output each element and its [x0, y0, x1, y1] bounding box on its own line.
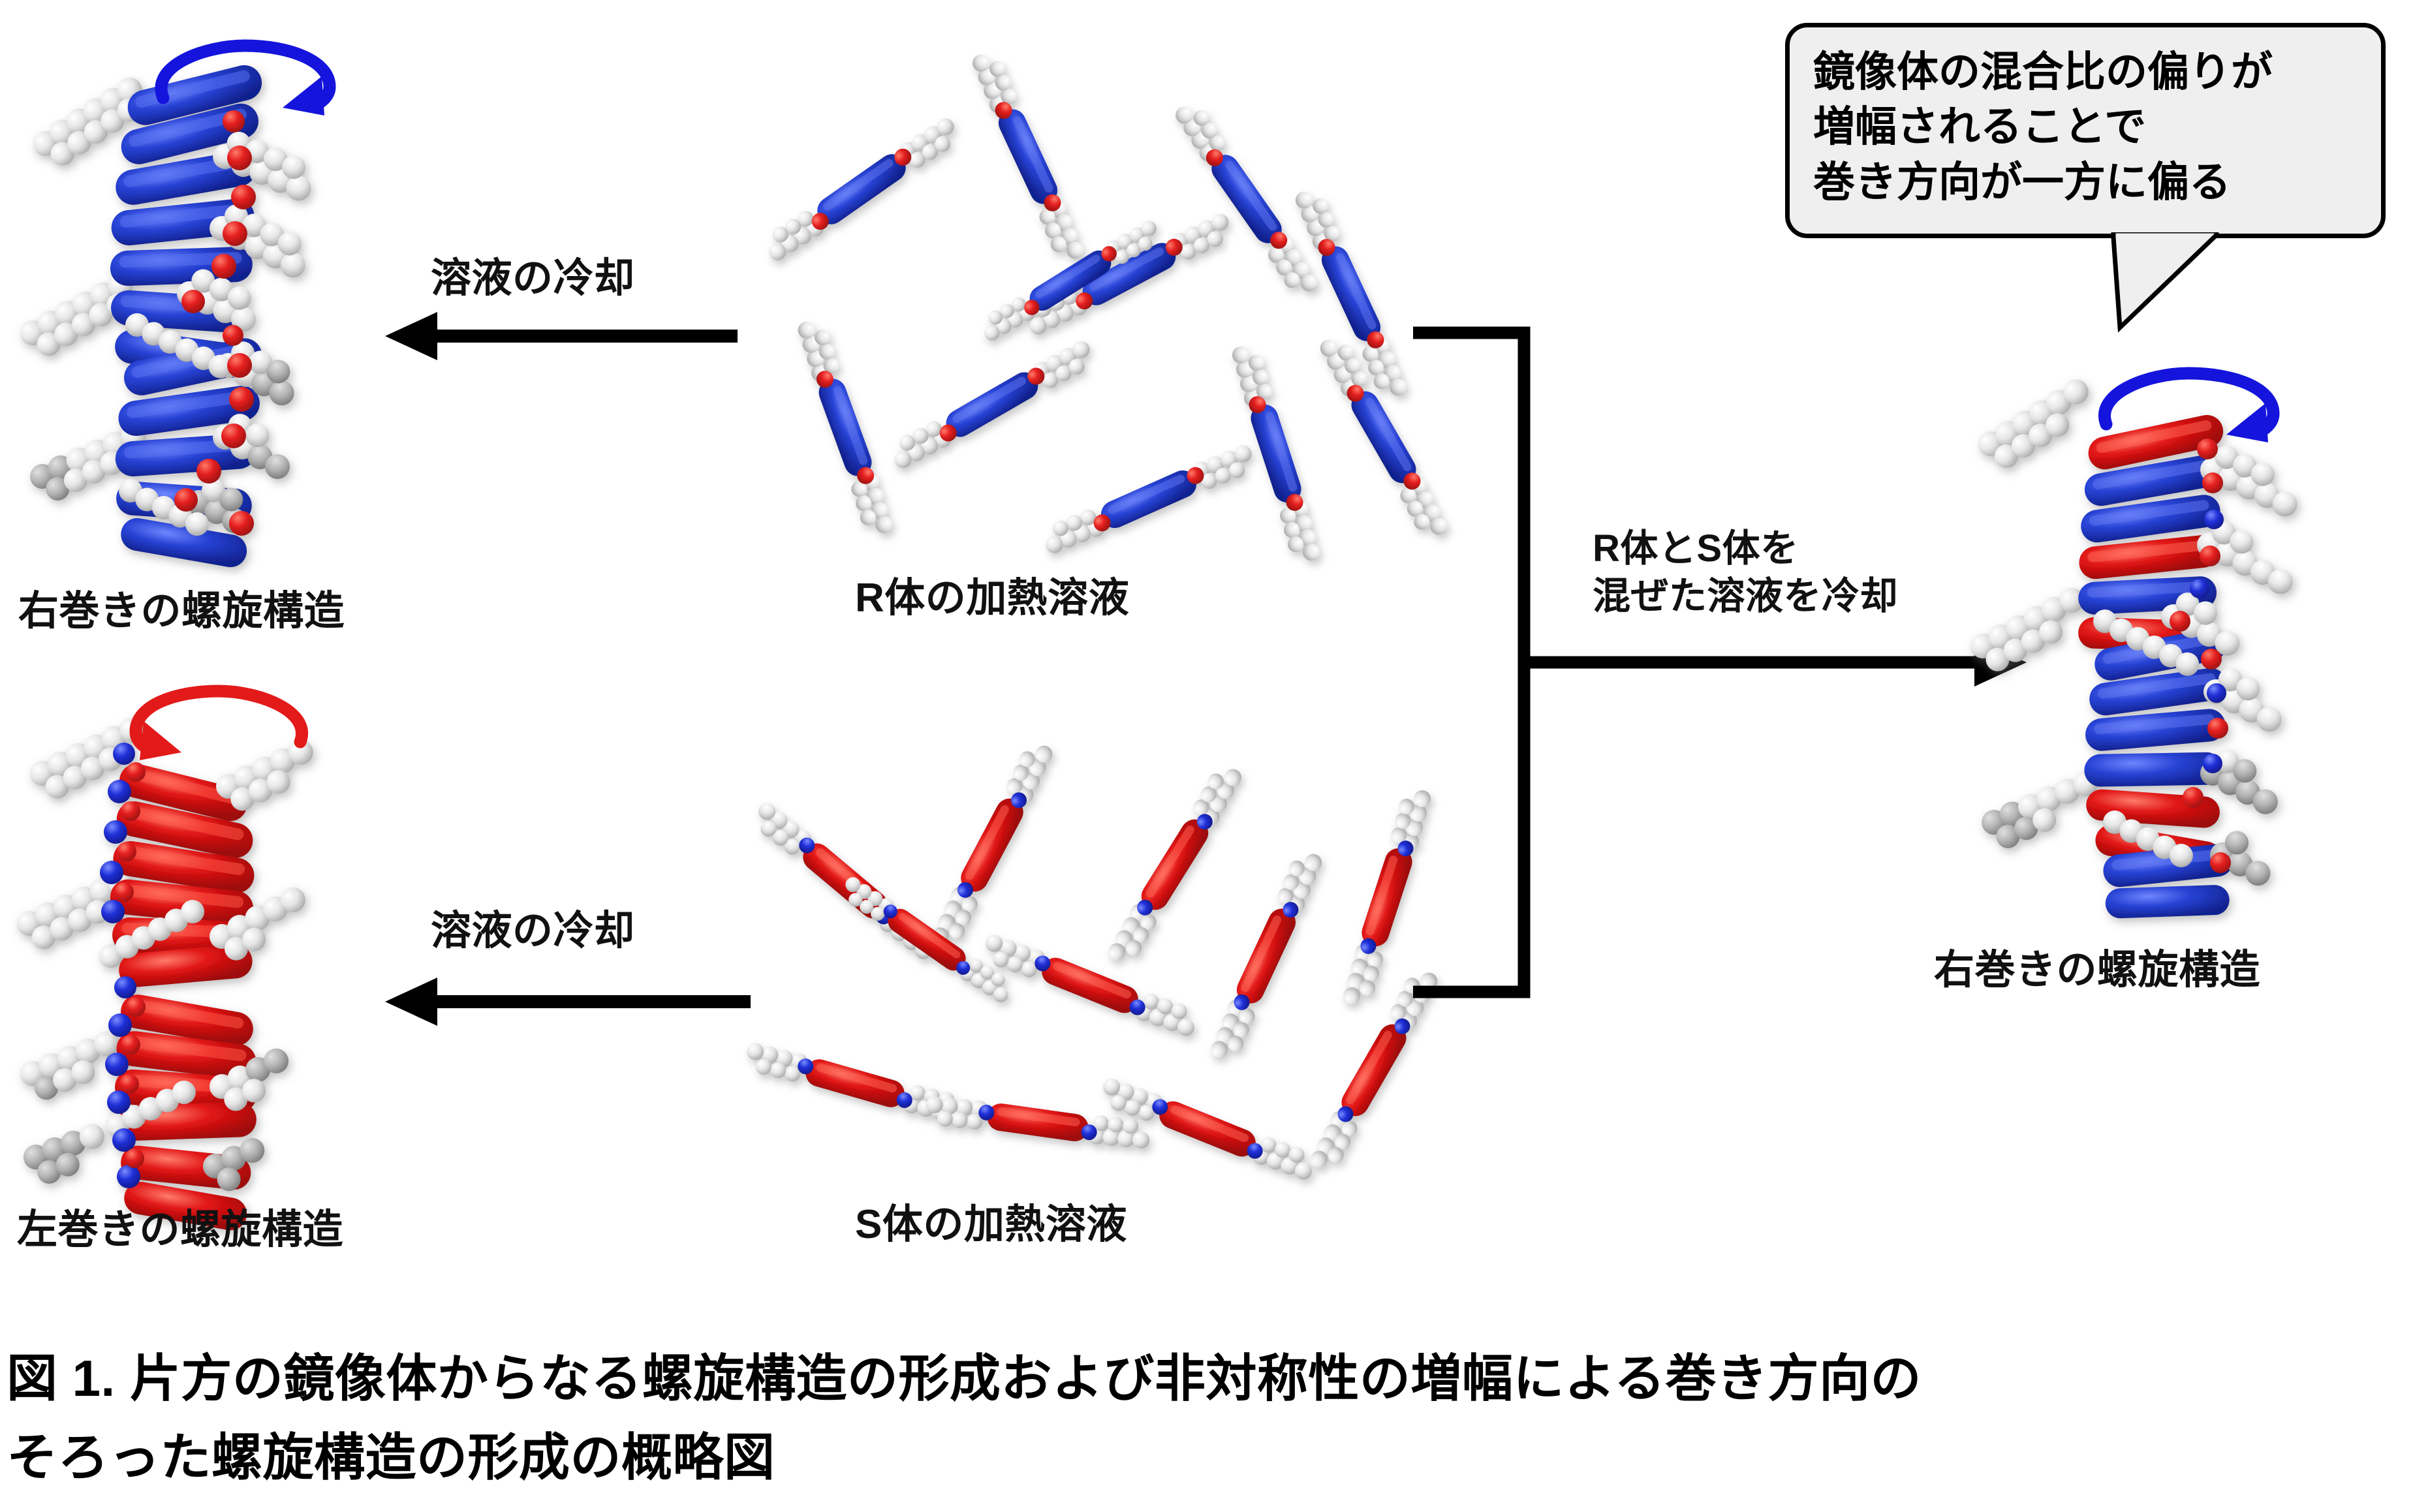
helix-structure-right-handed-blue	[20, 65, 311, 568]
label-solution-S: S体の加熱溶液	[855, 1202, 1127, 1247]
figure-caption-line1: 図 1. 片方の鏡像体からなる螺旋構造の形成および非対称性の増幅による巻き方向の	[7, 1350, 1922, 1407]
bracket-and-mix-arrow	[1413, 326, 2027, 998]
callout-amplification: 鏡像体の混合比の偏りが 増幅されることで 巻き方向が一方に偏る	[1785, 23, 2386, 238]
label-solution-R: R体の加熱溶液	[855, 576, 1130, 621]
solution-S-molecules	[736, 729, 1457, 1199]
arrow-cooling-top	[385, 312, 738, 360]
helix-structure-left-handed-red	[17, 717, 313, 1231]
helix-structure-mixed-right-handed	[1970, 379, 2297, 919]
arrow-cooling-bottom	[385, 978, 751, 1026]
figure-caption: 図 1. 片方の鏡像体からなる螺旋構造の形成および非対称性の増幅による巻き方向の…	[7, 1339, 2395, 1497]
label-left-handed-helix-bottom: 左巻きの螺旋構造	[17, 1207, 344, 1252]
rotation-arrow-blue-right-handed	[155, 39, 336, 116]
solution-R-molecules	[750, 39, 1467, 573]
callout-tail	[2095, 222, 2232, 333]
label-cooling-top: 溶液の冷却	[431, 256, 635, 301]
callout-text: 鏡像体の混合比の偏りが 増幅されることで 巻き方向が一方に偏る	[1813, 48, 2273, 206]
label-right-handed-helix-mixed: 右巻きの螺旋構造	[1934, 948, 2261, 993]
label-mix-and-cool: R体とS体を 混ぜた溶液を冷却	[1593, 527, 1899, 617]
label-cooling-bottom: 溶液の冷却	[431, 908, 635, 953]
rotation-arrow-red-left-handed	[129, 685, 308, 760]
figure-caption-line2: そろった螺旋構造の形成の概略図	[7, 1428, 775, 1486]
rotation-arrow-blue-right-mixed	[2098, 367, 2280, 442]
label-right-handed-helix-top: 右巻きの螺旋構造	[18, 589, 345, 634]
